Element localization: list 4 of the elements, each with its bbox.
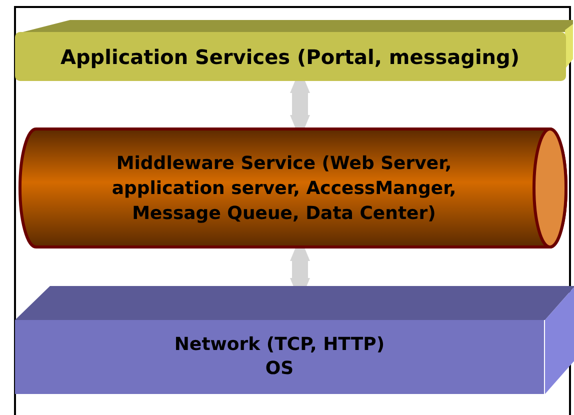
node-label: OS	[265, 357, 294, 381]
node-label: Network (TCP, HTTP)	[174, 333, 385, 357]
node-label: Middleware Service (Web Server, application server, AccessManger, Message Queue, Data Center)	[110, 152, 458, 226]
node-label: Application Services (Portal, messaging)	[60, 44, 520, 70]
